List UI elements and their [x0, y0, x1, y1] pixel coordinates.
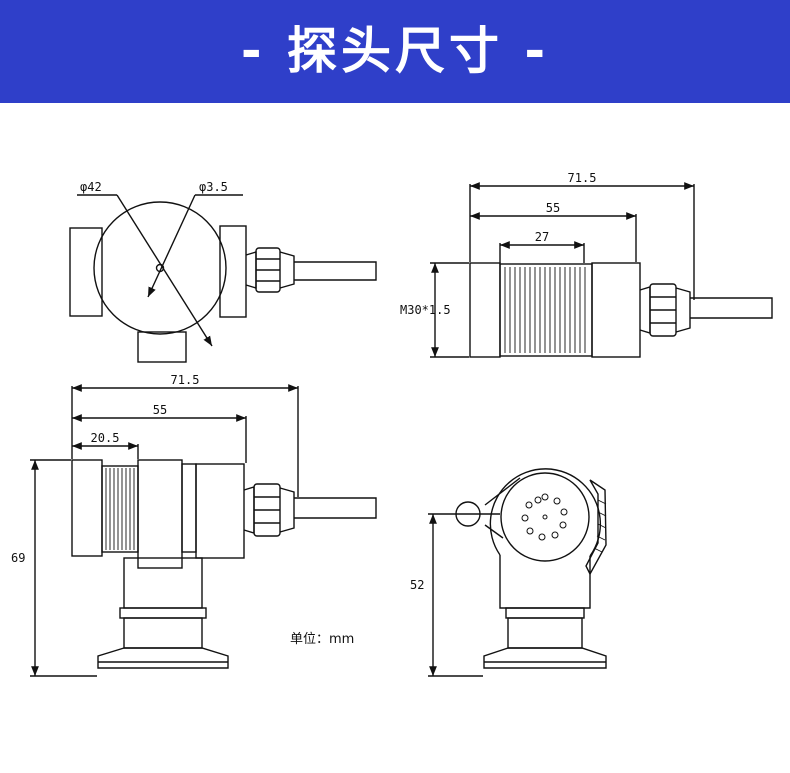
lr-stem — [499, 555, 591, 609]
ll-clamp-flange — [97, 647, 229, 669]
lr-clamp-hinge — [585, 479, 607, 576]
side-front-face — [469, 262, 501, 358]
lower-left-view — [30, 384, 377, 677]
front-gland-cap — [279, 251, 295, 289]
side-housing — [591, 262, 641, 358]
ll-nut — [137, 459, 183, 569]
front-dia-outer-label: φ42 — [80, 180, 102, 194]
front-dia-hole-label: φ3.5 — [199, 180, 228, 194]
lr-head-outline — [489, 468, 601, 557]
lr-clamp-flange — [483, 647, 607, 669]
lr-clamp-band-top — [484, 477, 521, 506]
front-gland-neck — [245, 251, 257, 289]
side-thread-length-label: 27 — [535, 230, 549, 244]
side-body-length-label: 55 — [546, 201, 560, 215]
ll-flange — [181, 463, 197, 553]
ll-stem — [123, 557, 203, 609]
dimension-drawing: φ42 φ3.5 71.5 55 27 M30*1.5 71.5 55 20.5… — [11, 171, 773, 677]
banner-title: - 探头尺寸 - — [240, 22, 550, 80]
ll-cable — [294, 497, 377, 519]
ll-body-length-label: 55 — [153, 403, 167, 417]
side-gland-neck — [639, 286, 651, 334]
front-left-boss — [69, 227, 103, 317]
ll-height-label: 69 — [11, 551, 25, 565]
ll-thread-length-label: 20.5 — [91, 431, 120, 445]
side-cable — [690, 297, 773, 319]
ll-clamp-body — [123, 617, 203, 649]
ll-thread — [101, 465, 139, 553]
front-bottom-stub — [137, 331, 187, 363]
side-view — [430, 182, 773, 358]
side-gland-cap — [675, 287, 691, 333]
front-body-circle — [93, 201, 227, 335]
ll-gland-neck — [243, 486, 255, 534]
ll-front-face — [71, 459, 103, 557]
front-view — [69, 194, 377, 363]
lr-clamp-body — [507, 617, 583, 649]
ll-gland-cap — [279, 487, 295, 533]
lr-height-label: 52 — [410, 578, 424, 592]
front-right-boss — [219, 225, 247, 318]
front-cable — [294, 261, 377, 281]
side-overall-length-label: 71.5 — [568, 171, 597, 185]
ll-stem-ring — [119, 607, 207, 619]
title-banner: - 探头尺寸 - — [0, 0, 790, 103]
lower-right-view — [428, 468, 607, 677]
ll-housing — [195, 463, 245, 559]
units-label: 单位：mm — [290, 632, 354, 647]
lr-sensor-face — [500, 472, 590, 562]
ll-overall-length-label: 71.5 — [171, 373, 200, 387]
lr-stem-ring — [505, 607, 585, 619]
side-thread — [499, 263, 593, 357]
side-thread-spec-label: M30*1.5 — [400, 303, 451, 317]
